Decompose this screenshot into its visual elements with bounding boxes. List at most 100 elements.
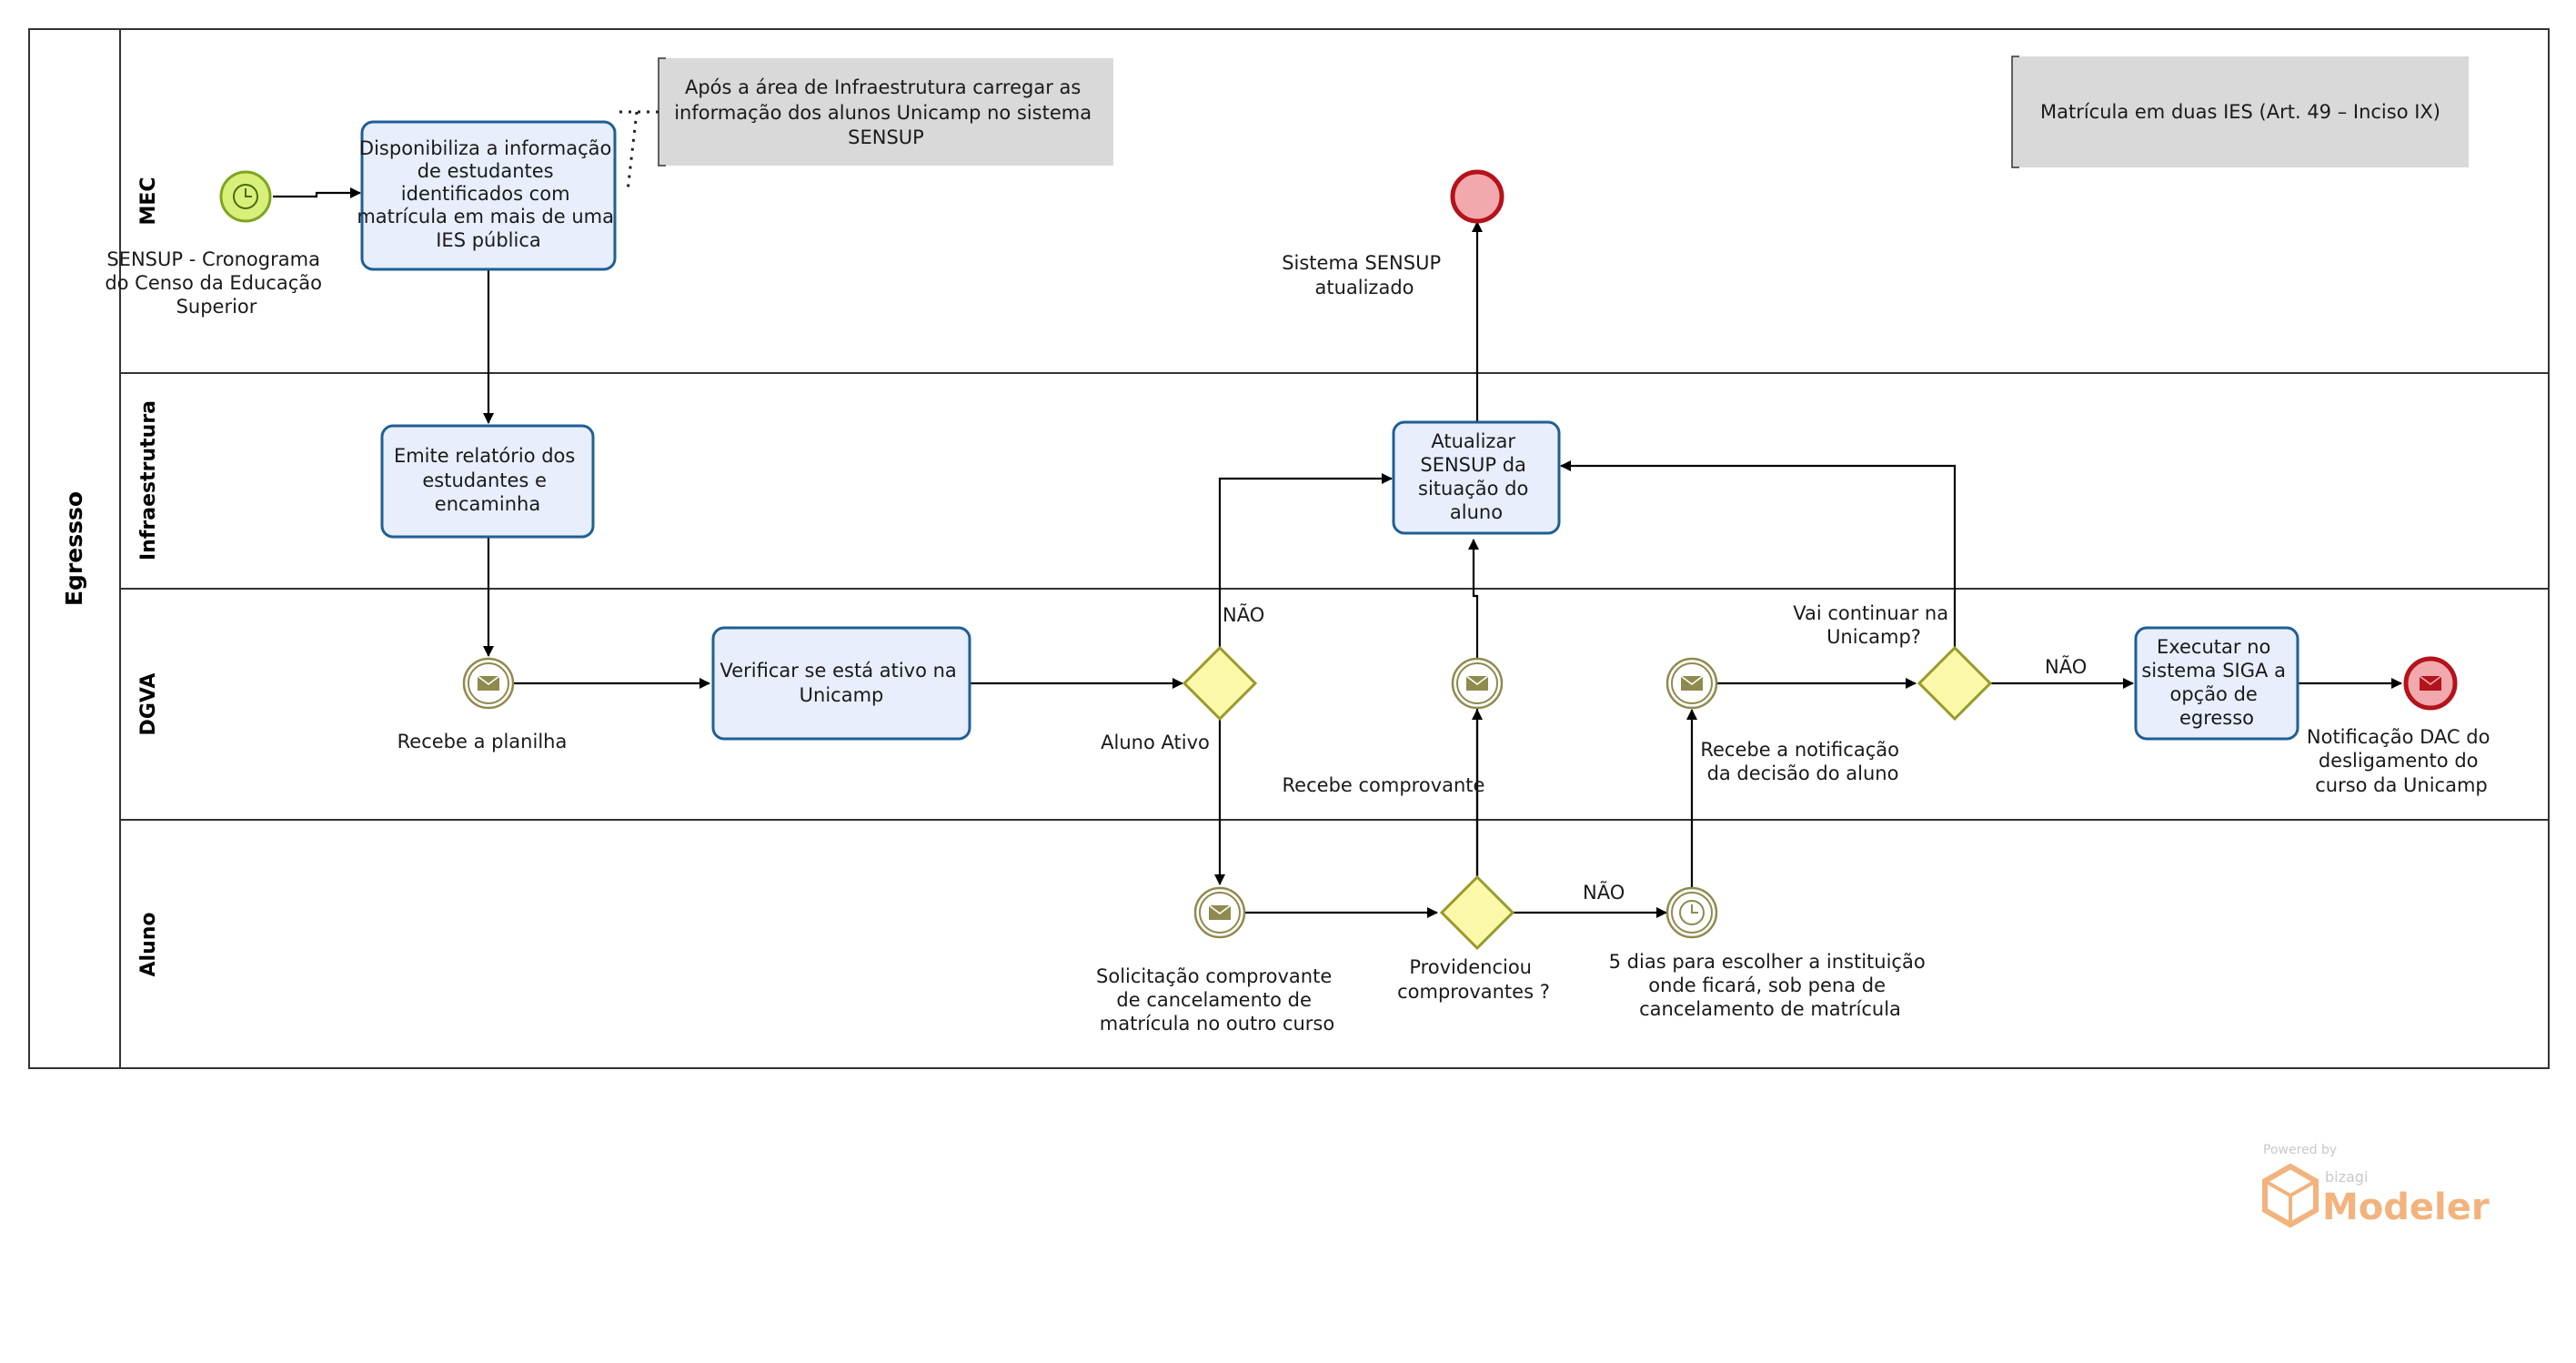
event-label: desligamento do	[2319, 750, 2479, 772]
task-emite-relatorio[interactable]: Emite relatório dos estudantes e encamin…	[380, 424, 595, 539]
task-label: Atualizar	[1431, 430, 1515, 452]
message-event-solicitacao[interactable]	[1193, 886, 1246, 939]
event-label: Superior	[176, 296, 257, 318]
task-atualizar-sensup[interactable]: Atualizar SENSUP da situação do aluno	[1392, 420, 1561, 535]
task-label: SENSUP da	[1420, 454, 1526, 476]
task-label: matrícula em mais de uma	[357, 206, 614, 227]
gateway-label: Providenciou	[1409, 956, 1532, 978]
svg-text:Sistema SENSUP atualizado: Sistema SENSUP atualizado	[1282, 252, 1447, 298]
annotation-line: SENSUP	[848, 126, 924, 148]
task-label: estudantes e	[422, 469, 547, 491]
event-label: cancelamento de matrícula	[1639, 998, 1901, 1020]
svg-text:Após a área de Infraestrutura: Após a área de Infraestrutura carregar a…	[674, 76, 1098, 148]
watermark-product: Modeler	[2322, 1186, 2490, 1228]
task-label: de estudantes	[418, 160, 554, 182]
end-event-sensup[interactable]	[1450, 169, 1504, 224]
end-message-event-notificacao[interactable]	[2403, 656, 2458, 711]
task-label: encaminha	[435, 493, 540, 515]
lane-label-mec: MEC	[137, 177, 160, 225]
gateway-label: Aluno Ativo	[1101, 732, 1210, 753]
event-label: matrícula no outro curso	[1100, 1013, 1334, 1035]
task-label: IES pública	[436, 229, 541, 251]
bizagi-watermark: Powered by bizagi Modeler	[2262, 1143, 2490, 1228]
event-label: Recebe comprovante	[1283, 774, 1485, 796]
event-label: curso da Unicamp	[2315, 774, 2488, 796]
gateway-providenciou[interactable]	[1439, 874, 1515, 951]
clock-icon	[245, 188, 252, 197]
message-event-recebe-notificacao[interactable]	[1665, 657, 1718, 710]
sequence-flows	[273, 187, 2402, 918]
task-label: Unicamp	[800, 684, 884, 706]
svg-text:Vai continuar na Unicamp?: Vai continuar na Unicamp?	[1793, 602, 1955, 648]
svg-text:Solicitação comprovante de: Solicitação comprovante de cancelamento …	[1096, 965, 1338, 1035]
message-event-recebe-comprovante[interactable]	[1451, 657, 1504, 710]
svg-text:Notificação DAC do desliga: Notificação DAC do desligamento do curso…	[2307, 726, 2496, 796]
svg-text:Recebe a notificação da de: Recebe a notificação da decisão do aluno	[1700, 739, 1905, 784]
svg-text:Executar no sistema SIGA: Executar no sistema SIGA a opção de egre…	[2141, 636, 2291, 729]
annotation-infra-note: Após a área de Infraestrutura carregar a…	[658, 57, 1113, 167]
flow-label-nao: NÃO	[1583, 880, 1625, 904]
bizagi-logo-icon	[2262, 1163, 2319, 1228]
lane-label-infraestrutura: Infraestrutura	[137, 400, 160, 560]
gateway-aluno-ativo[interactable]	[1182, 645, 1258, 722]
envelope-icon	[477, 675, 500, 691]
event-label: Recebe a planilha	[397, 731, 568, 752]
task-label: Disponibiliza a informação	[359, 137, 611, 159]
annotation-line: informação dos alunos Unicamp no sistema	[674, 102, 1092, 124]
lane-label-aluno: Aluno	[137, 912, 160, 976]
svg-text:Verificar se está ativo na: Verificar se está ativo na Unicamp	[719, 660, 962, 706]
pool-label: Egressso	[61, 491, 87, 606]
svg-text:5 dias para escolher a institu: 5 dias para escolher a instituição onde …	[1609, 951, 1932, 1020]
annotation-title-text: Matrícula em duas IES (Art. 49 – Inciso …	[2040, 101, 2440, 123]
event-label: Sistema SENSUP	[1282, 252, 1441, 274]
task-verificar-ativo[interactable]: Verificar se está ativo na Unicamp	[711, 626, 971, 741]
envelope-icon	[1680, 675, 1704, 691]
flow-label-nao: NÃO	[2045, 654, 2087, 678]
clock-icon	[1679, 900, 1705, 925]
task-label: sistema SIGA a	[2141, 660, 2286, 682]
svg-text:Disponibiliza a informação: Disponibiliza a informação de estudantes…	[357, 137, 619, 251]
gateway-label: Unicamp?	[1826, 626, 1921, 648]
event-label: Solicitação comprovante	[1096, 965, 1332, 987]
flow-label-nao: NÃO	[1223, 602, 1264, 626]
task-label: Executar no	[2157, 636, 2270, 658]
svg-text:SENSUP - Cronograma do Cen: SENSUP - Cronograma do Censo da Educação…	[105, 248, 327, 318]
task-label: situação do	[1418, 478, 1528, 500]
event-label: Recebe a notificação	[1700, 739, 1899, 761]
event-label: SENSUP - Cronograma	[106, 248, 320, 270]
event-label: de cancelamento de	[1116, 989, 1312, 1011]
event-label: Notificação DAC do	[2307, 726, 2490, 748]
task-label: identificados com	[401, 183, 570, 205]
svg-text:Providenciou comprovantes: Providenciou comprovantes ?	[1397, 956, 1550, 1003]
envelope-icon	[1208, 904, 1232, 920]
task-label: Verificar se está ativo na	[719, 660, 956, 682]
task-label: Emite relatório dos	[394, 445, 575, 467]
event-label: da decisão do aluno	[1707, 762, 1899, 784]
gateway-label: Vai continuar na	[1793, 602, 1948, 624]
svg-text:Emite relatório dos estu: Emite relatório dos estudantes e encamin…	[394, 445, 581, 515]
task-label: aluno	[1450, 501, 1503, 523]
start-timer-event[interactable]	[219, 170, 272, 223]
task-label: egresso	[2179, 707, 2254, 729]
task-executar-siga[interactable]: Executar no sistema SIGA a opção de egre…	[2134, 626, 2299, 741]
gateway-vai-continuar[interactable]	[1917, 645, 1993, 722]
watermark-brand: bizagi	[2325, 1168, 2368, 1186]
envelope-icon	[2419, 675, 2442, 691]
association-dots	[626, 111, 639, 192]
lane-label-dgva: DGVA	[137, 673, 160, 736]
event-label: atualizado	[1314, 277, 1414, 298]
envelope-icon	[1465, 675, 1489, 691]
watermark-powered: Powered by	[2263, 1143, 2337, 1157]
annotation-line: Após a área de Infraestrutura carregar a…	[685, 76, 1081, 98]
task-disponibiliza[interactable]: Disponibiliza a informação de estudantes…	[357, 120, 619, 271]
timer-event-5-dias[interactable]	[1665, 886, 1718, 939]
task-label: opção de	[2169, 683, 2257, 705]
event-label: 5 dias para escolher a instituição	[1609, 951, 1926, 973]
message-event-recebe-planilha[interactable]	[462, 657, 515, 710]
gateway-label: comprovantes ?	[1397, 981, 1550, 1003]
annotation-title-note: Matrícula em duas IES (Art. 49 – Inciso …	[2011, 56, 2469, 168]
event-label: do Censo da Educação	[105, 272, 322, 294]
svg-text:Atualizar SENSUP da: Atualizar SENSUP da situação do aluno	[1418, 430, 1535, 523]
event-label: onde ficará, sob pena de	[1648, 974, 1886, 996]
